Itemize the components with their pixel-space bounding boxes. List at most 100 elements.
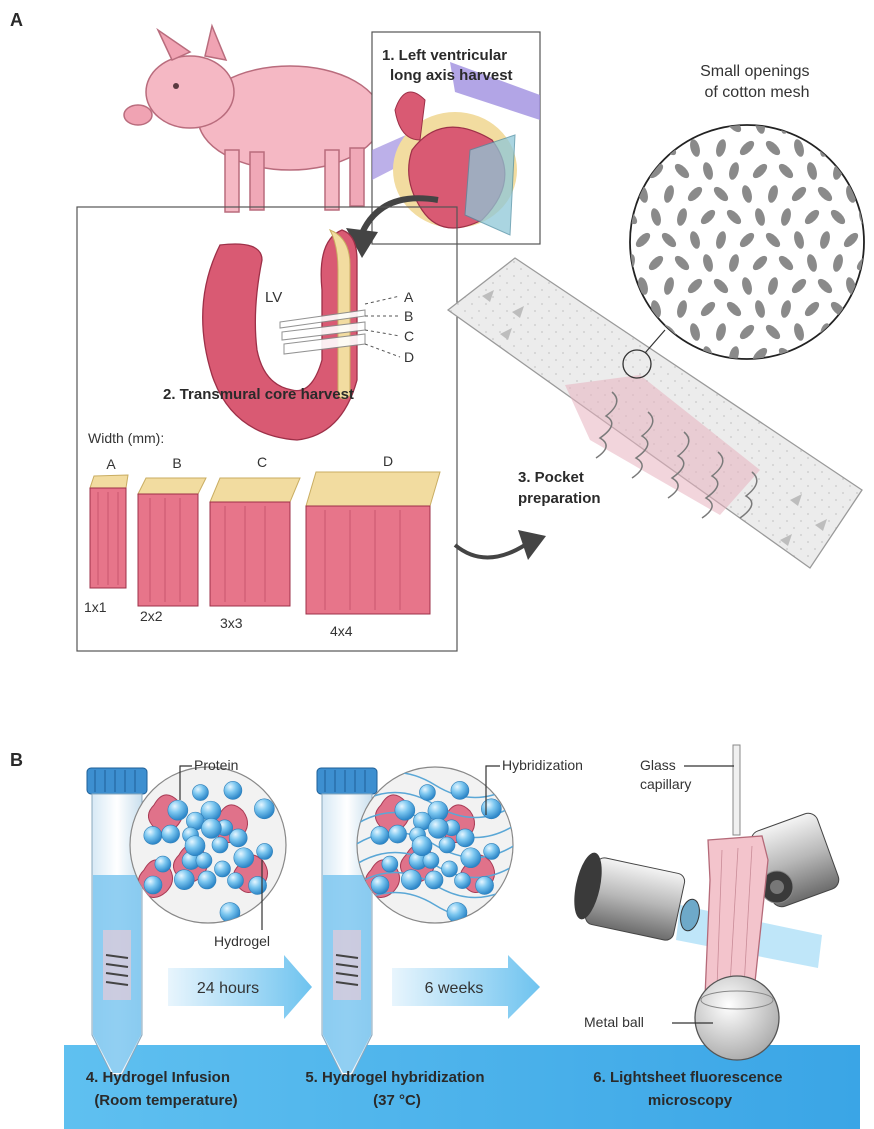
- panel-b-letter: B: [10, 750, 23, 770]
- hydrogel-sphere: [185, 836, 205, 856]
- hydrogel-sphere: [484, 843, 500, 859]
- capillary-label-line-2: capillary: [640, 776, 691, 792]
- mesh-opening: [831, 345, 844, 365]
- mesh-opening: [854, 345, 873, 364]
- core-marker-c: C: [404, 328, 414, 344]
- mesh-opening: [867, 138, 874, 157]
- capillary-label: Glass capillary: [640, 757, 691, 792]
- mesh-opening: [620, 299, 639, 318]
- lv-tissue: [203, 230, 400, 440]
- step4-line-1: 4. Hydrogel Infusion: [86, 1069, 230, 1086]
- mesh-opening: [649, 115, 662, 135]
- protein-label: Protein: [194, 757, 238, 773]
- block-size-3x3: 3x3: [220, 615, 243, 631]
- hydrogel-sphere: [476, 876, 494, 894]
- step5-line-2: (37 °C): [373, 1092, 421, 1109]
- mesh-label-line-2: of cotton mesh: [705, 84, 810, 101]
- block-letter-b: B: [172, 455, 181, 471]
- step1-line-1: 1. Left ventricular: [382, 47, 507, 64]
- block-size-2x2: 2x2: [140, 608, 163, 624]
- mesh-opening: [623, 161, 636, 181]
- step3-title: 3. Pocket preparation: [518, 469, 601, 507]
- hydrogel-sphere: [220, 903, 240, 923]
- tissue-blocks: [90, 472, 440, 614]
- hydrogel-sphere: [395, 800, 415, 820]
- step3-line-1: 3. Pocket: [518, 469, 584, 486]
- mesh-opening: [867, 230, 874, 249]
- step3-line-2: preparation: [518, 490, 601, 507]
- step2-title: 2. Transmural core harvest: [163, 386, 354, 403]
- mesh-label-line-1: Small openings: [700, 63, 809, 80]
- metal-ball-label: Metal ball: [584, 1014, 644, 1030]
- mesh-opening: [870, 184, 874, 204]
- mesh-opening: [675, 115, 688, 135]
- mesh-opening: [672, 345, 691, 364]
- arrow2-label: 6 weeks: [425, 980, 484, 997]
- hydrogel-sphere: [168, 800, 188, 820]
- hydrogel-sphere: [257, 843, 273, 859]
- hydrogel-sphere: [428, 818, 448, 838]
- hydrogel-sphere: [192, 785, 208, 801]
- hydrogel-sphere: [162, 825, 180, 843]
- hydrogel-sphere: [254, 799, 274, 819]
- hydrogel-sphere: [198, 871, 216, 889]
- mesh-opening: [841, 322, 860, 341]
- mesh-opening: [857, 299, 870, 319]
- hydrogel-sphere: [224, 781, 242, 799]
- hydrogel-sphere: [201, 818, 221, 838]
- mesh-opening: [841, 138, 860, 157]
- hydrogel-sphere: [227, 873, 243, 889]
- hydrogel-sphere: [144, 876, 162, 894]
- hydrogel-sphere: [155, 856, 171, 872]
- step6-line-2: microscopy: [648, 1092, 733, 1109]
- mesh-opening: [805, 345, 818, 365]
- arrow-to-pocket: [455, 545, 525, 558]
- lv-label: LV: [265, 289, 282, 306]
- mesh-opening: [802, 115, 821, 134]
- capillary-label-line-1: Glass: [640, 757, 676, 773]
- mesh-opening: [854, 161, 873, 180]
- mesh-opening: [870, 276, 874, 296]
- arrow1-label: 24 hours: [197, 980, 259, 997]
- hydrogel-sphere: [447, 903, 467, 923]
- mesh-opening: [620, 115, 639, 134]
- block-letter-c: C: [257, 454, 267, 470]
- hydrogel-sphere: [441, 861, 457, 877]
- hydrogel-sphere: [425, 871, 443, 889]
- hybridization-circle: [355, 767, 515, 923]
- hydrogel-sphere: [174, 870, 194, 890]
- panel-a-letter: A: [10, 10, 23, 30]
- pig-illustration: [124, 26, 398, 212]
- step6-line-1: 6. Lightsheet fluorescence: [593, 1069, 782, 1086]
- hydrogel-sphere: [401, 870, 421, 890]
- core-marker-b: B: [404, 308, 413, 324]
- hydrogel-sphere: [439, 837, 455, 853]
- block-letter-a: A: [106, 456, 116, 472]
- hydrogel-sphere: [481, 799, 501, 819]
- hydrogel-sphere: [371, 826, 389, 844]
- hydrogel-sphere: [212, 837, 228, 853]
- hydrogel-sphere: [144, 826, 162, 844]
- hydrogel-sphere: [234, 848, 254, 868]
- width-label: Width (mm):: [88, 430, 164, 446]
- hydrogel-sphere: [389, 825, 407, 843]
- block-size-1x1: 1x1: [84, 599, 107, 615]
- mesh-opening: [867, 322, 874, 341]
- hydrogel-sphere: [371, 876, 389, 894]
- mesh-opening: [633, 138, 652, 157]
- mesh-zoom-circle: [620, 115, 874, 365]
- hybridization-label: Hybridization: [502, 757, 583, 773]
- hydrogel-sphere: [461, 848, 481, 868]
- step5-line-1: 5. Hydrogel hybridization: [305, 1069, 484, 1086]
- hydrogel-sphere: [412, 836, 432, 856]
- hydrogel-sphere: [214, 861, 230, 877]
- core-marker-d: D: [404, 349, 414, 365]
- block-letter-d: D: [383, 453, 393, 469]
- hydrogel-sphere: [419, 785, 435, 801]
- hydrogel-sphere: [249, 876, 267, 894]
- mesh-label: Small openings of cotton mesh: [700, 63, 814, 101]
- lightsheet-setup: [569, 745, 841, 1060]
- step1-line-2: long axis harvest: [390, 67, 513, 84]
- block-size-4x4: 4x4: [330, 623, 353, 639]
